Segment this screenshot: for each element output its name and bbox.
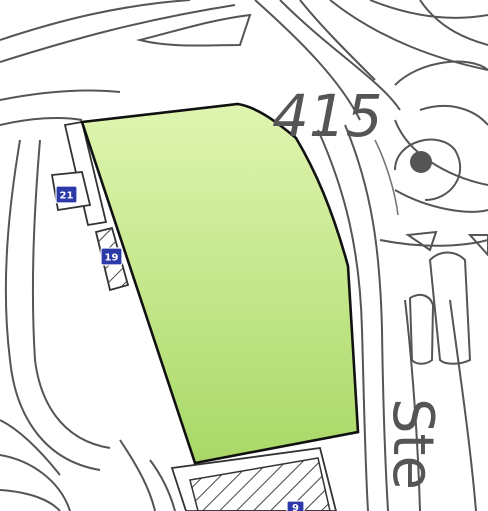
road-line <box>419 105 488 126</box>
road-line <box>404 299 421 511</box>
road-line <box>4 139 101 471</box>
road-line <box>31 139 111 449</box>
road-line <box>394 189 488 213</box>
house-number-label: 9 <box>292 503 299 511</box>
road-line <box>419 0 488 46</box>
house-number-label: 19 <box>105 253 119 264</box>
house-number-marker-21[interactable]: 21 <box>55 185 78 204</box>
road-line <box>279 0 401 111</box>
house-number-marker-icon <box>55 185 78 204</box>
road-line <box>149 459 176 511</box>
road-median <box>374 139 399 216</box>
road-line <box>0 419 61 476</box>
road-line <box>449 299 477 511</box>
parking-dot-icon <box>410 151 432 173</box>
road-line <box>329 0 488 71</box>
route-number-label: 415 <box>272 82 383 150</box>
road-line <box>394 60 488 86</box>
building-hatched <box>189 457 331 511</box>
traffic-island <box>428 251 472 365</box>
house-number-label: 21 <box>60 191 74 202</box>
road-line <box>379 239 488 247</box>
street-name-label: Ste <box>380 398 445 490</box>
road-line <box>119 439 156 511</box>
road-line <box>0 4 236 63</box>
main-road-edge <box>344 124 389 511</box>
road-line <box>0 454 71 511</box>
highlighted-parcel[interactable] <box>80 102 360 465</box>
traffic-island <box>467 234 488 257</box>
road-line <box>139 13 252 47</box>
road-line <box>0 0 191 41</box>
road-line <box>0 489 61 511</box>
road-line <box>394 119 488 186</box>
main-road-edge <box>317 129 369 511</box>
road-line <box>299 0 376 81</box>
road-line <box>369 0 488 19</box>
house-number-marker-9[interactable]: 9 <box>286 500 305 511</box>
road-line <box>0 89 121 101</box>
house-number-marker-19[interactable]: 19 <box>100 247 123 266</box>
house-number-marker-icon <box>286 500 305 511</box>
road-line <box>254 0 361 121</box>
roundabout-outline <box>394 138 462 201</box>
traffic-island <box>408 293 435 365</box>
traffic-island <box>405 230 438 252</box>
road-line <box>0 116 83 126</box>
house-number-marker-icon <box>100 247 123 266</box>
